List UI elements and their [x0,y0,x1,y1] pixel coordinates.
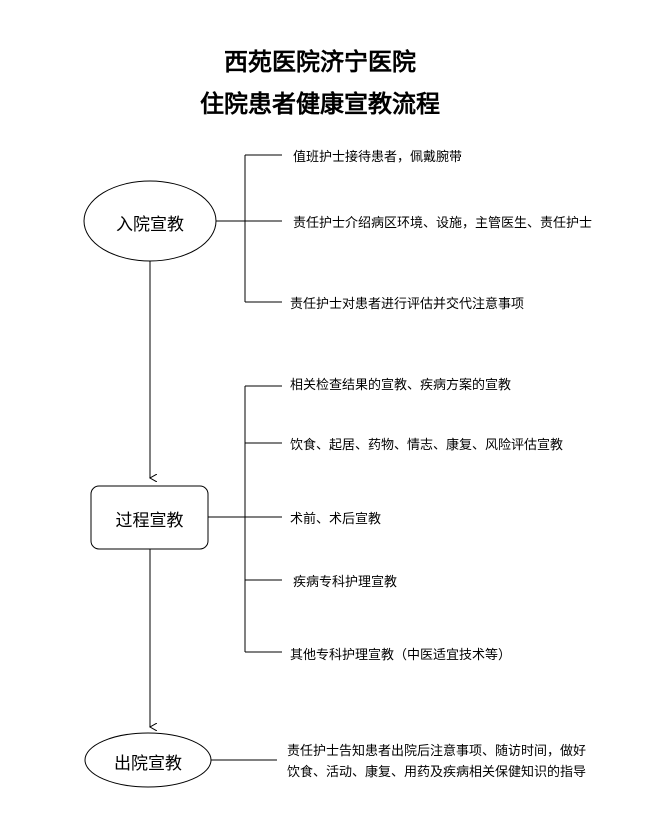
title-line-1: 西苑医院济宁医院 [224,47,416,76]
admission-item: 责任护士对患者进行评估并交代注意事项 [290,297,525,312]
admission-node-label: 入院宣教 [116,215,184,235]
process-item: 其他专科护理宣教（中医适宜技术等） [290,648,512,663]
process-node-label: 过程宣教 [115,511,184,531]
process-item: 术前、术后宣教 [290,512,382,527]
discharge-item: 责任护士告知患者出院后注意事项、随访时间，做好 [287,744,587,759]
admission-bracket [216,154,282,303]
discharge-node-label: 出院宣教 [114,754,182,774]
discharge-item: 饮食、活动、康复、用药及疾病相关保健知识的指导 [287,765,587,780]
admission-item: 责任护士介绍病区环境、设施，主管医生、责任护士 [293,216,593,231]
process-bracket [208,385,282,653]
process-item: 相关检查结果的宣教、疾病方案的宣教 [290,378,512,393]
admission-item: 值班护士接待患者，佩戴腕带 [293,150,463,165]
process-item: 疾病专科护理宣教 [293,575,398,590]
process-item: 饮食、起居、药物、情志、康复、风险评估宣教 [290,438,564,453]
title-line-2: 住院患者健康宣教流程 [200,89,440,118]
